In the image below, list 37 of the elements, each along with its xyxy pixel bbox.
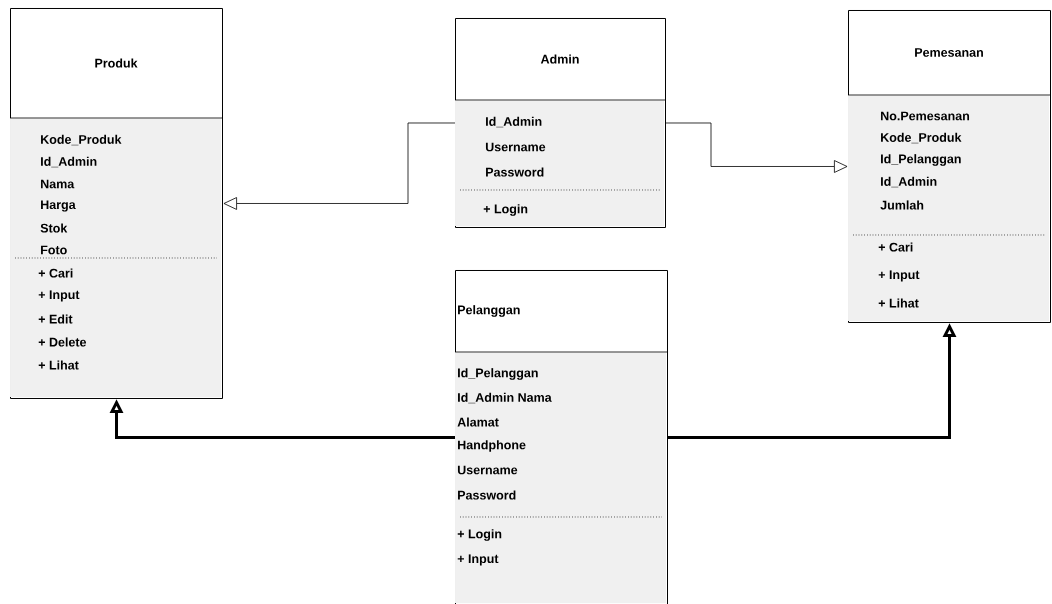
attribute-text: Password bbox=[458, 490, 516, 500]
attribute-text: Id_Admin bbox=[486, 116, 542, 128]
attribute-text: Harga bbox=[41, 200, 76, 212]
attribute-text: Nama bbox=[41, 179, 75, 189]
method-text: + Lihat bbox=[878, 298, 919, 308]
attribute-text: Id_Admin bbox=[41, 156, 97, 168]
attribute-text: Username bbox=[457, 465, 518, 475]
class-name: Pelanggan bbox=[458, 305, 520, 317]
method-text: + Cari bbox=[38, 268, 73, 278]
attribute-text: No.Pemesanan bbox=[881, 111, 970, 121]
attribute-text: Kode_Produk bbox=[41, 134, 122, 146]
class-name: Produk bbox=[95, 58, 138, 68]
attribute-text: Alamat bbox=[457, 417, 499, 427]
attribute-text: Username bbox=[485, 142, 546, 152]
attribute-text: Id_Pelanggan bbox=[881, 154, 961, 166]
generalization-arrow bbox=[223, 122, 456, 210]
method-text: + Input bbox=[457, 554, 499, 566]
attribute-text: Jumlah bbox=[880, 200, 924, 210]
method-text: + Login bbox=[457, 529, 502, 541]
class-name: Admin bbox=[540, 54, 579, 64]
generalization-arrow bbox=[665, 122, 848, 173]
method-text: + Lihat bbox=[38, 360, 79, 370]
attribute-text: Id_Pelanggan bbox=[458, 368, 538, 380]
attribute-text: Password bbox=[486, 167, 544, 177]
method-text: + Delete bbox=[38, 337, 87, 347]
method-text: + Input bbox=[878, 270, 920, 282]
attribute-text: Id_Admin bbox=[881, 176, 937, 188]
class-name: Pemesanan bbox=[915, 48, 983, 57]
attribute-text: Foto bbox=[41, 245, 67, 255]
method-text: + Input bbox=[38, 290, 80, 302]
method-text: + Edit bbox=[38, 314, 73, 324]
attribute-text: Id_Admin Nama bbox=[458, 392, 552, 404]
attribute-text: Stok bbox=[40, 223, 68, 233]
method-text: + Cari bbox=[878, 242, 913, 252]
attribute-text: Handphone bbox=[458, 440, 526, 452]
method-text: + Login bbox=[483, 204, 528, 216]
attribute-text: Kode_Produk bbox=[881, 132, 962, 144]
